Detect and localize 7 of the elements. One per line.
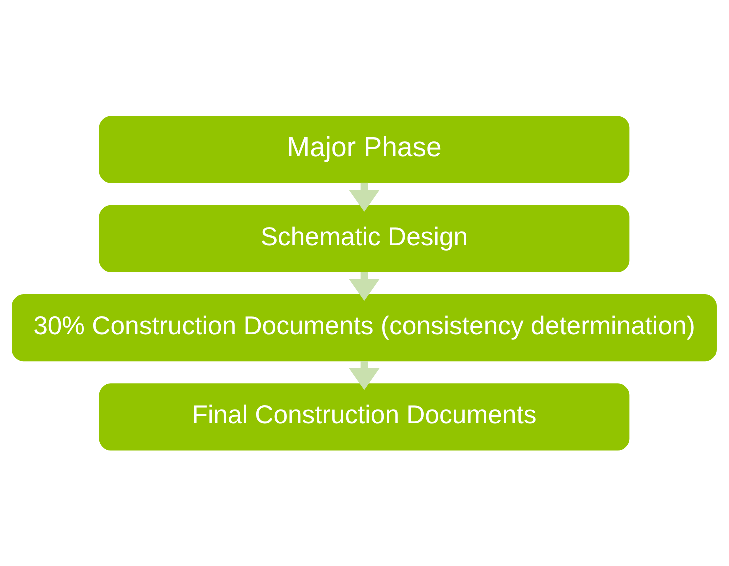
arrow bbox=[349, 182, 380, 212]
node-box: Final Construction Documents bbox=[99, 383, 630, 450]
arrow bbox=[349, 272, 380, 301]
node-box: 30% Construction Documents (consistency determination) bbox=[12, 294, 717, 362]
arrow bbox=[349, 360, 380, 390]
node-box: Schematic Design bbox=[99, 204, 630, 272]
node-box: Major Phase bbox=[99, 116, 630, 183]
